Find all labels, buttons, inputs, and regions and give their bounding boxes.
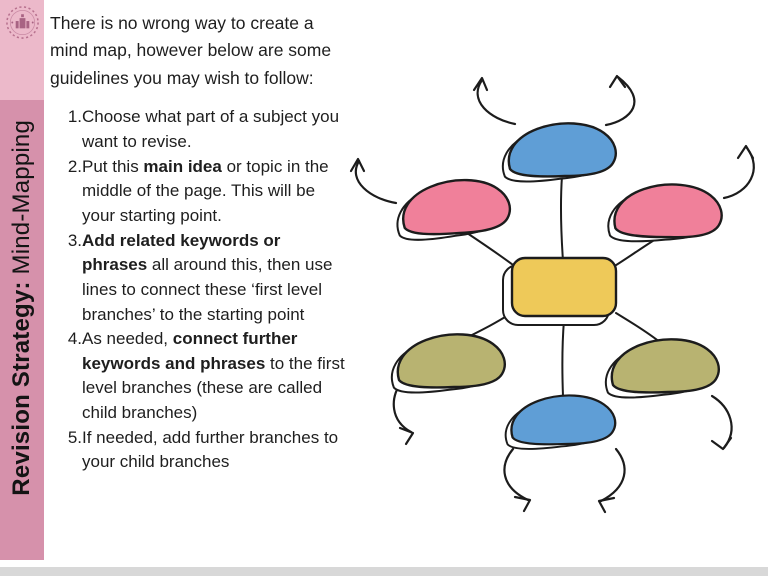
- sidebar: Revision Strategy: Mind-Mapping: [0, 0, 44, 560]
- slide-title-topic: Mind-Mapping: [8, 120, 35, 275]
- mind-map-node-lower-right: [601, 336, 720, 402]
- curved-arrow-top-left: [472, 76, 517, 126]
- list-text: As needed, connect further keywords and …: [82, 329, 345, 423]
- list-number: 5.: [67, 427, 82, 447]
- guidelines-list: 1.Choose what part of a subject you want…: [50, 105, 350, 475]
- mind-map-node-lower-left: [387, 331, 506, 397]
- curved-arrow-bottom-left: [503, 447, 532, 513]
- guideline-item: 3.Add related keywords or phrases all ar…: [60, 229, 350, 328]
- curved-arrow-bottom-right: [597, 447, 626, 514]
- list-text: Put this main idea or topic in the middl…: [82, 156, 329, 225]
- list-text: Choose what part of a subject you want t…: [82, 107, 340, 152]
- guidelines-panel: There is no wrong way to create a mind m…: [50, 10, 350, 475]
- sidebar-header: [0, 0, 44, 100]
- curved-arrow-top-right: [604, 74, 636, 127]
- list-number: 3.: [67, 230, 82, 250]
- slide-title-text: Revision Strategy: Mind-Mapping: [8, 120, 36, 496]
- list-text: Add related keywords or phrases all arou…: [82, 230, 333, 324]
- guideline-item: 1.Choose what part of a subject you want…: [60, 105, 350, 154]
- guideline-item: 5.If needed, add further branches to you…: [60, 426, 350, 475]
- guideline-item: 2.Put this main idea or topic in the mid…: [60, 155, 350, 229]
- mind-map-node-center: [502, 256, 618, 326]
- mind-map-node-upper-right: [605, 181, 724, 245]
- mind-map-node-upper-left: [392, 176, 512, 245]
- slide-title: Revision Strategy: Mind-Mapping: [0, 0, 44, 558]
- mind-map-svg: [349, 74, 755, 514]
- mind-map-diagram: [348, 0, 768, 571]
- list-number: 2.: [67, 156, 82, 176]
- radiating-arrows: [349, 74, 755, 514]
- curved-arrow-far-left: [349, 157, 398, 205]
- curved-arrow-far-right: [722, 144, 755, 200]
- intro-paragraph: There is no wrong way to create a mind m…: [50, 13, 332, 88]
- list-number: 4.: [67, 329, 82, 349]
- mind-map-node-bottom: [501, 393, 617, 453]
- footer-bar: [0, 567, 768, 576]
- list-number: 1.: [67, 107, 82, 127]
- slide-title-strategy: Revision Strategy:: [8, 274, 35, 496]
- mind-map-node-top: [498, 120, 617, 186]
- school-badge-icon: [5, 6, 39, 39]
- list-text: If needed, add further branches to your …: [82, 427, 339, 472]
- curved-arrow-lower-right: [710, 394, 733, 451]
- guideline-item: 4.As needed, connect further keywords an…: [60, 327, 350, 426]
